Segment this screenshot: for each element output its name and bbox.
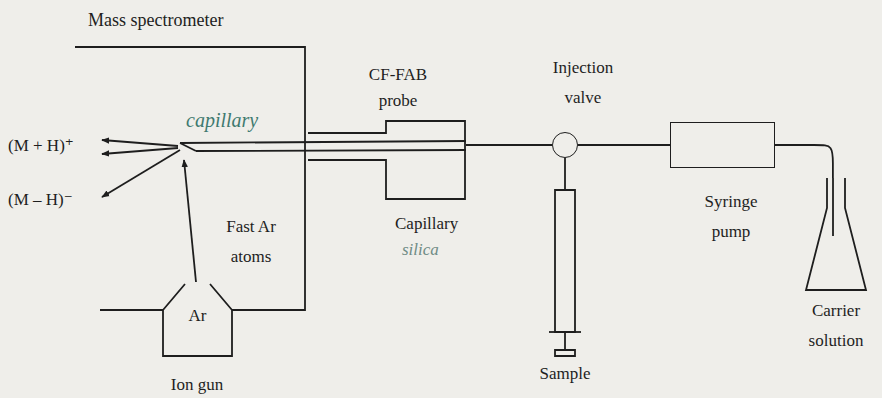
syringe-pump: Syringe pump — [670, 122, 775, 168]
node-caption: Ion gun — [147, 376, 247, 394]
tube-connector — [564, 158, 566, 172]
probe-stroke — [308, 121, 465, 199]
probe: CF-FAB probe — [308, 120, 466, 200]
injection-valve: Injection valve — [552, 132, 578, 158]
sample-syringe-outline — [547, 172, 583, 358]
tube-connector — [466, 144, 552, 146]
sample-syringe-stroke — [555, 190, 575, 332]
node-label: Syringe pump — [691, 187, 771, 247]
carrier-flask-stroke — [806, 178, 866, 290]
tube-connector — [775, 145, 833, 178]
handwritten-note: silica — [402, 238, 439, 262]
spectrometer-housing — [75, 47, 305, 310]
node-label: Injection valve — [533, 53, 633, 113]
capillary-tube — [180, 141, 466, 151]
carrier-flask: Carrier solution — [805, 178, 867, 292]
sample-syringe-stroke — [564, 172, 566, 190]
ion-arrow — [102, 150, 180, 197]
probe-outline — [308, 120, 466, 200]
ion-gun-stroke — [163, 284, 232, 356]
ion-label: (M – H)⁻ — [8, 188, 73, 212]
node-label: CF-FAB probe — [358, 62, 438, 114]
part-label: Capillary — [395, 212, 458, 236]
ion-gun: ArIon gun — [163, 280, 232, 356]
ion-beam-arrow — [184, 160, 196, 282]
beam-label: Fast Ar atoms — [208, 212, 294, 272]
instrument-label: Mass spectrometer — [88, 8, 223, 32]
spectrometer-housing — [100, 309, 163, 311]
node-label: Ar — [163, 302, 232, 330]
flask-tube — [832, 178, 834, 236]
tube-connector — [578, 144, 670, 146]
ion-arrow — [102, 140, 178, 146]
node-label: Carrier solution — [798, 296, 874, 356]
sample-syringe-stroke — [555, 350, 575, 356]
ion-label: (M + H)⁺ — [8, 134, 74, 158]
sample-syringe: Sample — [547, 172, 583, 358]
handwritten-note: capillary — [186, 108, 258, 132]
node-label: Sample — [525, 362, 605, 386]
ion-arrow — [102, 148, 178, 154]
carrier-flask-outline — [805, 178, 867, 292]
sample-syringe-stroke — [564, 332, 566, 350]
